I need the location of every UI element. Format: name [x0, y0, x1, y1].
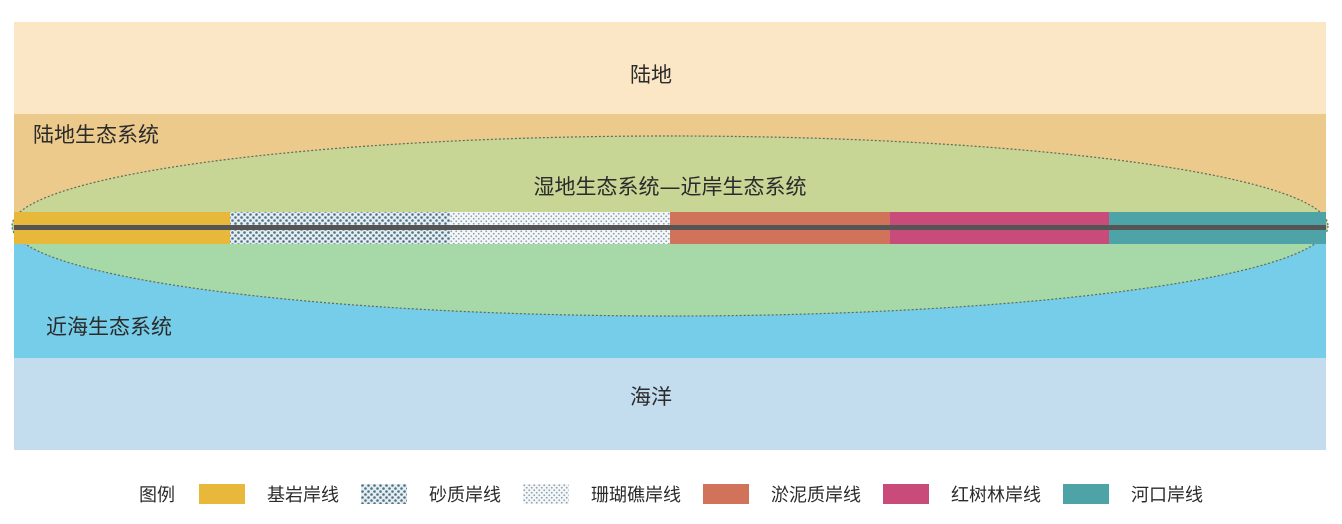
legend-item-estuary: 河口岸线	[1063, 481, 1203, 507]
legend-swatch-mangrove	[883, 484, 929, 504]
wetland-ellipse	[11, 135, 1329, 317]
coastline-centerline	[14, 225, 1326, 230]
legend-item-sandy: 砂质岸线	[361, 481, 501, 507]
legend-item-muddy: 淤泥质岸线	[703, 481, 861, 507]
legend-swatch-coral-reef	[523, 484, 569, 504]
land-ecosystem-label: 陆地生态系统	[33, 123, 159, 147]
coastal-ecosystem-diagram: 陆地 陆地生态系统 湿地生态系统—近岸生态系统 近海生态系统 海洋	[11, 22, 1329, 450]
legend-swatch-estuary	[1063, 484, 1109, 504]
ocean-band	[14, 358, 1326, 450]
wetland-label: 湿地生态系统—近岸生态系统	[534, 175, 807, 199]
legend-swatch-muddy	[703, 484, 749, 504]
legend-label-estuary: 河口岸线	[1131, 485, 1203, 506]
legend-item-bedrock: 基岩岸线	[199, 481, 339, 507]
legend-title: 图例	[139, 485, 175, 506]
legend-label-bedrock: 基岩岸线	[267, 485, 339, 506]
legend-label-muddy: 淤泥质岸线	[771, 485, 861, 506]
nearshore-ecosystem-label: 近海生态系统	[46, 315, 172, 339]
land-label: 陆地	[630, 63, 672, 87]
legend-item-mangrove: 红树林岸线	[883, 481, 1041, 507]
legend-label-mangrove: 红树林岸线	[951, 485, 1041, 506]
legend: 图例 基岩岸线 砂质岸线 珊瑚礁岸线 淤泥质岸线 红树林岸线 河口岸线	[0, 476, 1342, 512]
legend-swatch-bedrock	[199, 484, 245, 504]
legend-label-coral-reef: 珊瑚礁岸线	[591, 485, 681, 506]
legend-label-sandy: 砂质岸线	[429, 485, 501, 506]
land-band	[14, 22, 1326, 114]
coastline-strip	[14, 212, 1326, 244]
legend-swatch-sandy	[361, 484, 407, 504]
legend-item-coral-reef: 珊瑚礁岸线	[523, 481, 681, 507]
ocean-label: 海洋	[630, 385, 672, 409]
